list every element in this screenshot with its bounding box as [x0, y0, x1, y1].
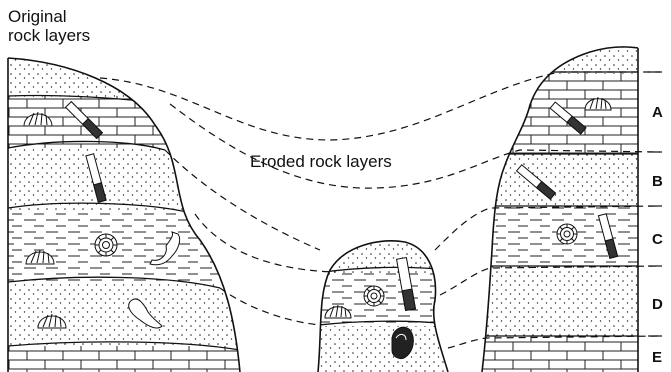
- eroded-layers-label: Eroded rock layers: [250, 152, 392, 171]
- layer-label-b: B: [652, 173, 663, 190]
- layer-label-d: D: [652, 296, 663, 313]
- title-line-1: Original: [8, 7, 67, 26]
- layer-label-c: C: [652, 231, 663, 248]
- layer-label-a: A: [652, 104, 663, 121]
- layer-label-e: E: [652, 349, 662, 366]
- title-line-2: rock layers: [8, 26, 90, 45]
